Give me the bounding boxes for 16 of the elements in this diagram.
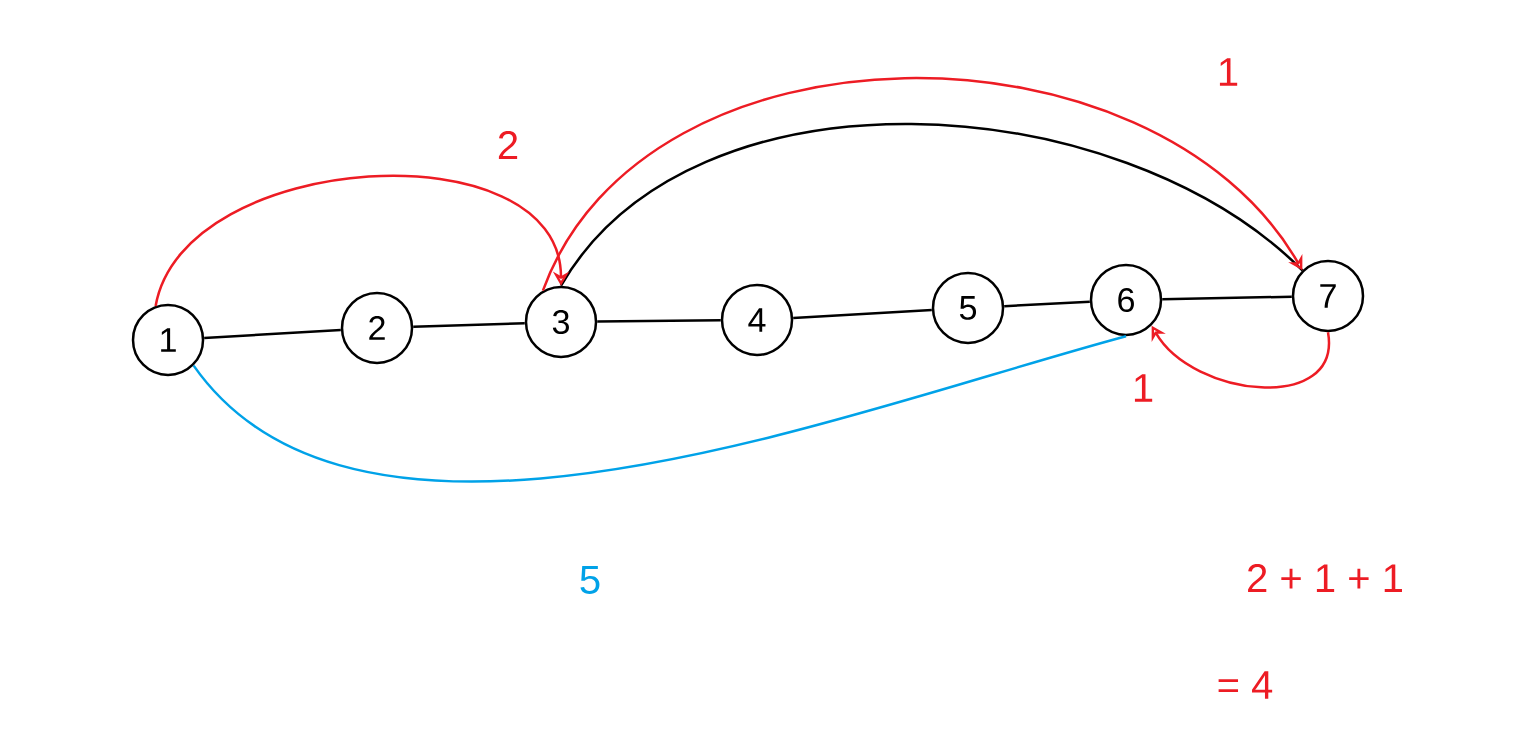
edge-label: 1 <box>1134 374 1153 402</box>
connector-line <box>1004 300 1090 308</box>
connector-line <box>1162 295 1292 301</box>
connector-line <box>597 319 721 323</box>
arrow <box>541 76 1303 292</box>
formula-note: 2 + 1 + 1 <box>1248 564 1402 592</box>
connector-line <box>192 335 1127 483</box>
edge-label: 2 <box>498 131 518 159</box>
connector-line <box>560 122 1304 287</box>
connector-line <box>204 328 341 340</box>
edge-label: 1 <box>1219 58 1238 86</box>
edge-label: 5 <box>580 566 600 594</box>
arrow <box>154 175 570 307</box>
connector-line <box>793 308 932 320</box>
connector-line <box>413 321 525 329</box>
formula-note: = 4 <box>1218 671 1273 699</box>
